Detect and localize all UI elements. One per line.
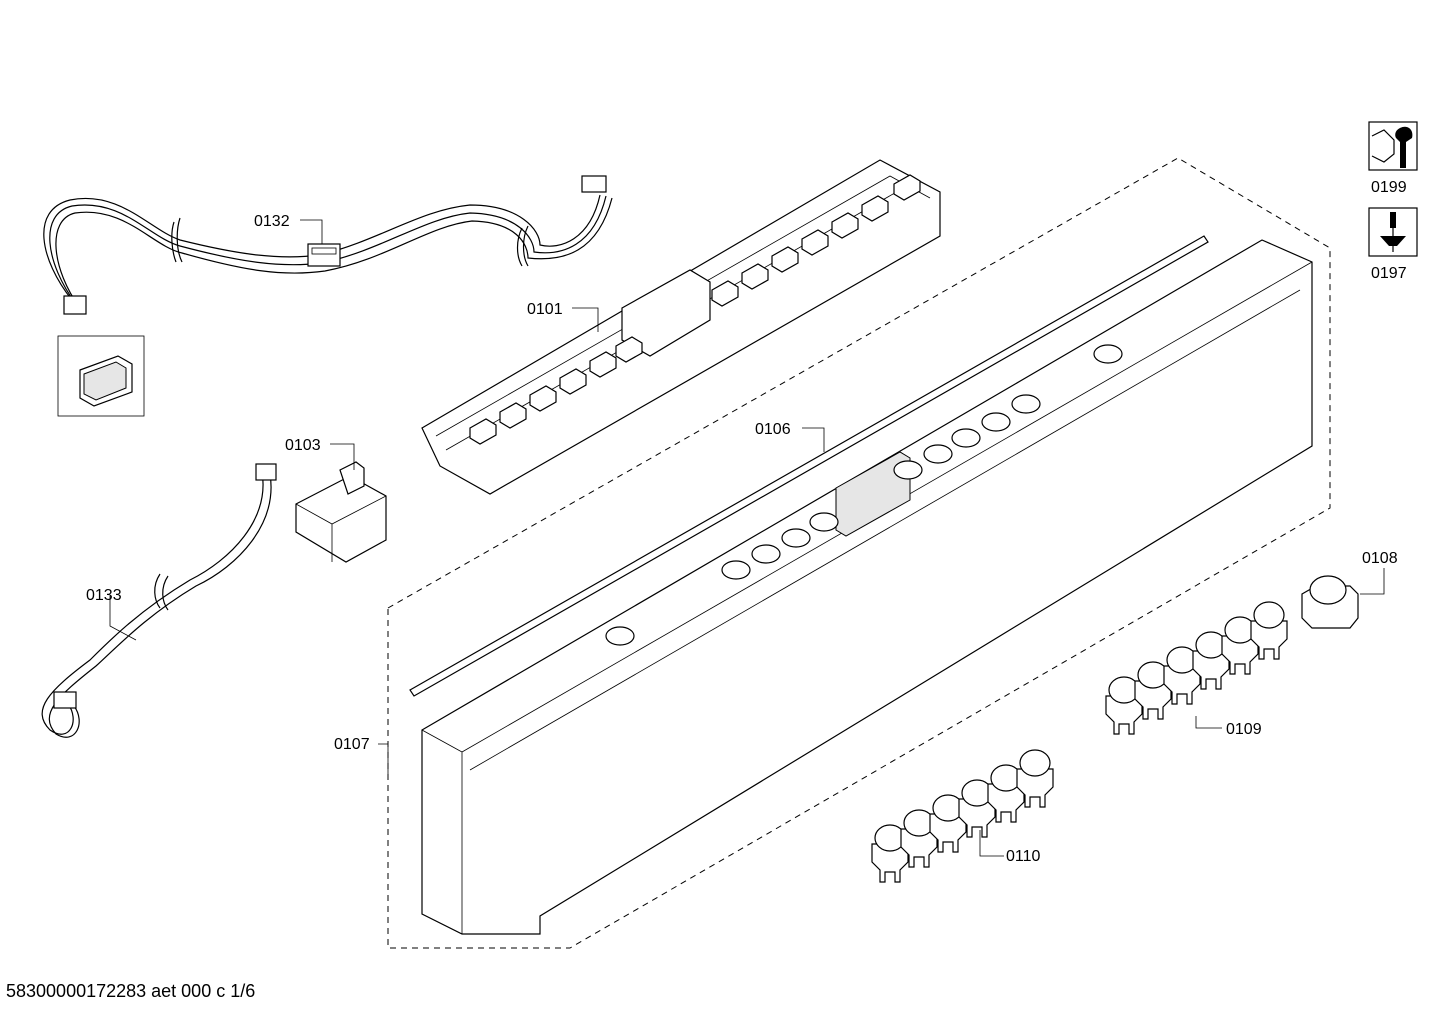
button-0108 (1301, 575, 1359, 629)
row-button-base (1016, 768, 1054, 808)
button-row-0110 (871, 749, 1054, 883)
row-button-base (1192, 650, 1230, 690)
label-0132: 0132 (254, 213, 290, 230)
panel-hole (951, 428, 981, 448)
button-row-0109 (1105, 601, 1288, 735)
label-0109: 0109 (1226, 721, 1262, 738)
module-button (529, 385, 557, 412)
label-0199: 0199 (1371, 179, 1407, 196)
row-button-base (1250, 620, 1288, 660)
footer-doc-id: 58300000172283 aet 000 c 1/6 (6, 981, 256, 1001)
panel-hole (605, 626, 635, 646)
connector-0103 (295, 461, 387, 563)
module-detail-box (57, 335, 145, 417)
module-button (771, 246, 799, 273)
label-0101: 0101 (527, 301, 563, 318)
row-button-base (871, 843, 909, 883)
row-button-base (987, 783, 1025, 823)
screwdriver-icon (1368, 207, 1418, 257)
label-0107: 0107 (334, 736, 370, 753)
row-button-base (1221, 635, 1259, 675)
wire-harness-0132 (43, 175, 613, 315)
label-0133: 0133 (86, 587, 122, 604)
module-button (831, 212, 859, 239)
row-button-base (929, 813, 967, 853)
module-button (893, 174, 921, 201)
module-button (801, 229, 829, 256)
wire-harness-0133 (41, 463, 277, 738)
control-module-0101 (421, 159, 941, 495)
module-button (861, 195, 889, 222)
module-button (615, 336, 643, 363)
panel-hole (781, 528, 811, 548)
label-0108: 0108 (1362, 550, 1398, 567)
label-0110: 0110 (1006, 848, 1041, 865)
panel-hole (893, 460, 923, 480)
panel-hole (1011, 394, 1041, 414)
row-button-base (1134, 680, 1172, 720)
label-0103: 0103 (285, 437, 321, 454)
module-button (469, 418, 497, 445)
leader-lines (109, 219, 1385, 857)
nut-wrench-icon (1368, 121, 1418, 171)
panel-hole (751, 544, 781, 564)
module-button (711, 280, 739, 307)
row-button-cap (1019, 749, 1051, 777)
panel-hole (721, 560, 751, 580)
row-button-base (900, 828, 938, 868)
rod-0106 (409, 235, 1209, 697)
module-button (589, 351, 617, 378)
row-button-cap (1253, 601, 1285, 629)
assembly-dashed-outline (387, 157, 1331, 949)
row-button-base (1105, 695, 1143, 735)
panel-hole (809, 512, 839, 532)
panel-0107 (421, 239, 1313, 935)
row-button-base (958, 798, 996, 838)
panel-hole (1093, 344, 1123, 364)
panel-hole (981, 412, 1011, 432)
panel-hole (923, 444, 953, 464)
module-button (499, 402, 527, 429)
label-0106: 0106 (755, 421, 791, 438)
module-button (559, 368, 587, 395)
row-button-base (1163, 665, 1201, 705)
module-button (741, 263, 769, 290)
label-0197: 0197 (1371, 265, 1407, 282)
